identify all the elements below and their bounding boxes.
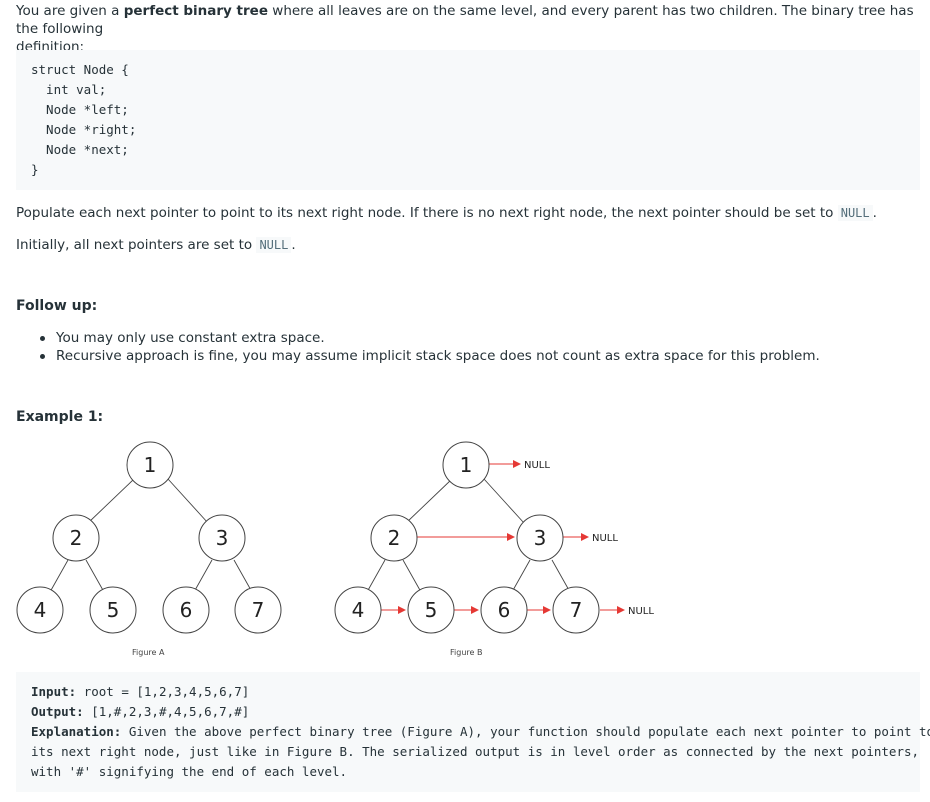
bullet-dot-icon [40,336,45,341]
tree-node: 7 [552,586,600,634]
input-label: Input: [31,684,77,699]
follow-up-item-1: You may only use constant extra space. [56,330,325,346]
output-label: Output: [31,704,84,719]
tree-node: 2 [52,514,100,562]
tree-node: 7 [234,586,282,634]
figure-b-edges [366,478,571,593]
tree-node: 6 [162,586,210,634]
code-line-4: Node *right; [31,122,137,137]
svg-text:3: 3 [216,526,229,550]
intro-text-after: where all leaves are on the same level, … [16,3,914,37]
code-line-3: Node *left; [31,102,129,117]
populate-paragraph: Populate each next pointer to point to i… [16,204,877,222]
svg-text:4: 4 [352,598,365,622]
intro-paragraph: You are given a perfect binary tree wher… [16,2,930,56]
svg-text:2: 2 [70,526,83,550]
svg-text:1: 1 [144,453,157,477]
code-line-5: Node *next; [31,142,129,157]
figure-a-label: Figure A [132,648,165,657]
figure-b-label: Figure B [450,648,482,657]
svg-text:2: 2 [388,526,401,550]
output-value: [1,#,2,3,#,4,5,6,7,#] [91,704,250,719]
explanation-line-3: with '#' signifying the end of each leve… [31,764,348,779]
follow-up-heading: Follow up: [16,298,98,314]
svg-text:5: 5 [107,598,120,622]
initially-text: Initially, all next pointers are set to [16,237,253,253]
svg-text:7: 7 [570,598,583,622]
explanation-label: Explanation: [31,724,122,739]
null-label: NULL [524,460,550,471]
explanation-line-1: Explanation: Given the above perfect bin… [31,722,930,742]
intro-bold: perfect binary tree [123,3,268,19]
initially-null-code: NULL [256,237,292,253]
explanation-text-1: Given the above perfect binary tree (Fig… [128,724,930,739]
populate-null-code: NULL [837,205,873,221]
example-output-block: Input: root = [1,2,3,4,5,6,7] Output: [1… [16,672,930,792]
code-line-6: } [31,162,39,177]
tree-node: 4 [16,586,64,634]
tree-node: 3 [516,514,564,562]
figure-b-nodes: 1 2 3 4 5 6 7 [334,441,600,634]
populate-text: Populate each next pointer to point to i… [16,205,834,221]
input-line: Input: root = [1,2,3,4,5,6,7] [31,682,249,702]
example-heading: Example 1: [16,409,104,425]
code-line-2: int val; [31,82,107,97]
tree-node: 2 [370,514,418,562]
figure-a-nodes: 1 2 3 4 5 6 7 [16,441,282,634]
null-label: NULL [628,606,654,617]
tree-node: 4 [334,586,382,634]
follow-up-item-2: Recursive approach is fine, you may assu… [56,348,820,364]
svg-text:6: 6 [498,598,511,622]
struct-code-block: struct Node { int val; Node *left; Node … [16,50,920,190]
bullet-dot-icon [40,354,45,359]
null-label: NULL [592,533,618,544]
svg-text:4: 4 [34,598,47,622]
initially-paragraph: Initially, all next pointers are set to … [16,236,296,254]
explanation-line-2: its next right node, just like in Figure… [31,744,920,759]
tree-node: 5 [89,586,137,634]
svg-text:3: 3 [534,526,547,550]
svg-text:6: 6 [180,598,193,622]
initially-tail: . [291,237,296,253]
svg-text:7: 7 [252,598,265,622]
figure-b-next-pointers [381,460,625,614]
figure-a-edges [49,478,253,593]
tree-node: 1 [126,441,174,489]
svg-text:1: 1 [460,453,473,477]
tree-node: 3 [198,514,246,562]
tree-node: 1 [442,441,490,489]
populate-tail: . [872,205,877,221]
code-line-1: struct Node { [31,62,129,77]
tree-node: 6 [480,586,528,634]
tree-node: 5 [407,586,455,634]
intro-text-before: You are given a [16,3,124,19]
tree-figures: 1 2 3 4 5 6 7 [16,441,654,657]
input-value: root = [1,2,3,4,5,6,7] [83,684,250,699]
svg-text:5: 5 [425,598,438,622]
output-line: Output: [1,#,2,3,#,4,5,6,7,#] [31,702,249,722]
